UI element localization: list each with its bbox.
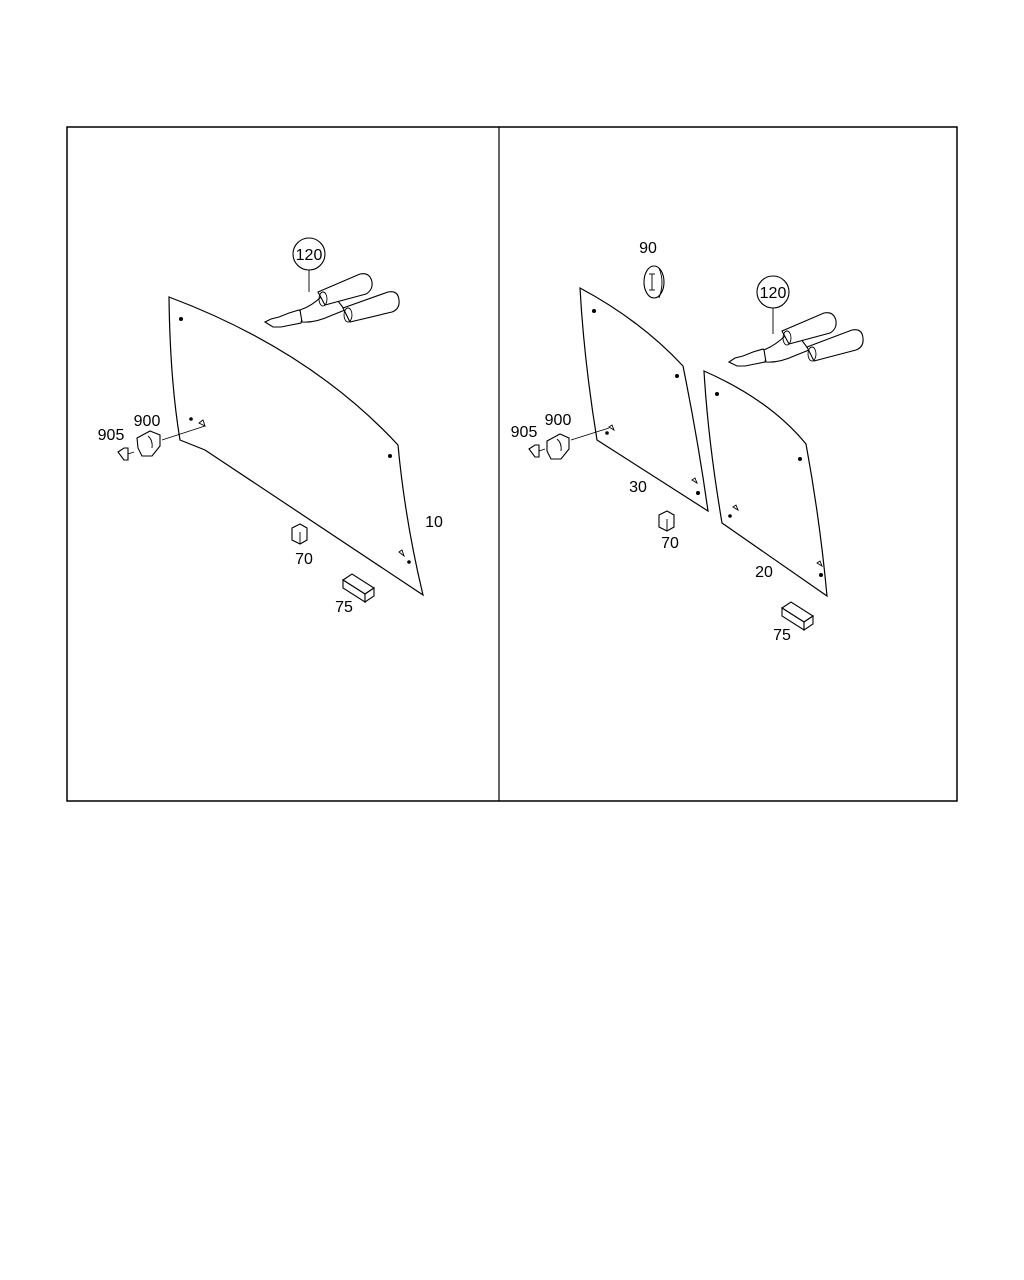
callout-75: 75	[335, 599, 353, 616]
bonding-tool-icon	[727, 308, 864, 367]
callout-905: 905	[98, 427, 125, 444]
callout-900: 900	[134, 413, 161, 430]
clip-icon	[136, 425, 206, 457]
callout-70: 70	[661, 535, 679, 552]
callout-900: 900	[545, 412, 572, 429]
block-icon	[658, 510, 675, 532]
glass-pane-30	[579, 286, 709, 513]
callout-120: 120	[296, 247, 323, 264]
diagram-frame	[66, 126, 958, 802]
disc-icon	[643, 265, 665, 299]
bonding-tool-icon	[263, 269, 400, 328]
left-panel: 120 900 905 70 75 10	[98, 237, 443, 616]
callout-75: 75	[773, 627, 791, 644]
callout-70: 70	[295, 551, 313, 568]
callout-10: 10	[425, 514, 443, 531]
block-icon	[291, 523, 308, 545]
pin-icon	[528, 444, 546, 458]
callout-20: 20	[755, 564, 773, 581]
spacer-icon	[780, 601, 815, 632]
pin-icon	[117, 447, 135, 461]
spacer-icon	[341, 573, 376, 604]
glass-pane-10	[168, 296, 424, 597]
callout-30: 30	[629, 479, 647, 496]
clip-icon	[546, 427, 610, 460]
right-panel: 90 120 900 905 30	[511, 240, 864, 644]
callout-120: 120	[760, 285, 787, 302]
glass-pane-20	[703, 370, 828, 598]
callout-bubble-120	[756, 275, 790, 309]
callout-905: 905	[511, 424, 538, 441]
callout-90: 90	[639, 240, 657, 257]
callout-bubble-120	[292, 237, 326, 271]
